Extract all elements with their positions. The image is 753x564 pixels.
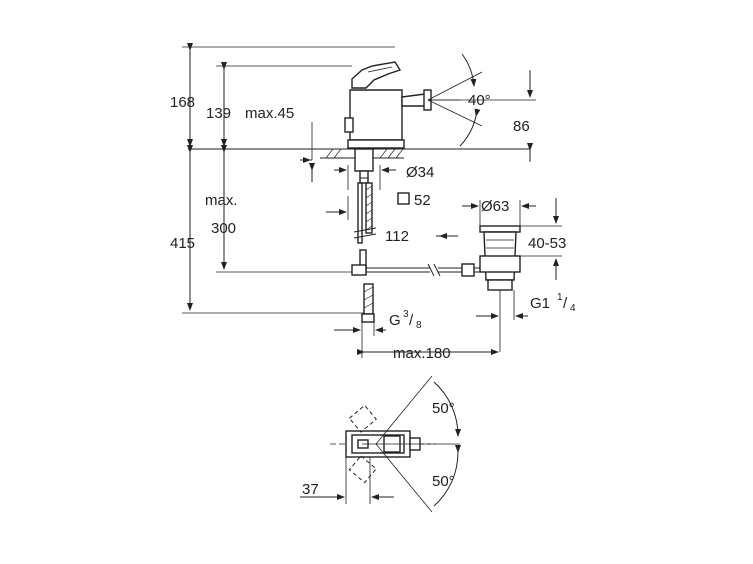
label-waste-thread-main: G1 [530,295,550,312]
label-hose-thread-main: G [389,312,401,329]
dimension-lines [182,43,562,358]
faucet-top-view [300,375,462,513]
fraction-slash: / [409,312,414,329]
label-max-180: max.180 [393,345,451,362]
label-hose-length: 300 [211,220,236,237]
label-spout-height: 86 [513,118,530,135]
square-symbol-icon [397,192,410,205]
label-hose-thread: G 3 / 8 [389,309,422,331]
label-height-body: 139 [206,105,231,122]
label-waste-thread: G1 1 / 4 [530,292,576,314]
label-height-under: 415 [170,235,195,252]
label-base-square-value: 52 [414,192,431,209]
label-waste-thread-den: 4 [570,303,576,314]
label-reach: max.45 [245,105,294,122]
popup-rod [366,263,482,277]
label-waste-range: 40-53 [528,235,566,252]
waste-valve [479,225,521,291]
label-rotate-top: 50° [432,400,455,417]
mounting-shank [351,148,377,323]
label-spout-angle: 40° [468,92,491,109]
faucet-side-view [344,61,432,149]
label-hole-diameter: Ø34 [406,164,434,181]
label-rotate-bottom: 50° [432,473,455,490]
label-height-total: 168 [170,94,195,111]
label-waste-diameter: Ø63 [481,198,509,215]
fraction-slash: / [563,295,568,312]
label-waste-thread-num: 1 [557,292,563,303]
label-offset-112: 112 [385,228,409,245]
label-max-word: max. [205,192,238,209]
label-hose-thread-num: 3 [403,309,409,320]
label-base-square: 52 [397,192,431,209]
label-offset-37: 37 [302,481,319,498]
label-hose-thread-den: 8 [416,320,422,331]
